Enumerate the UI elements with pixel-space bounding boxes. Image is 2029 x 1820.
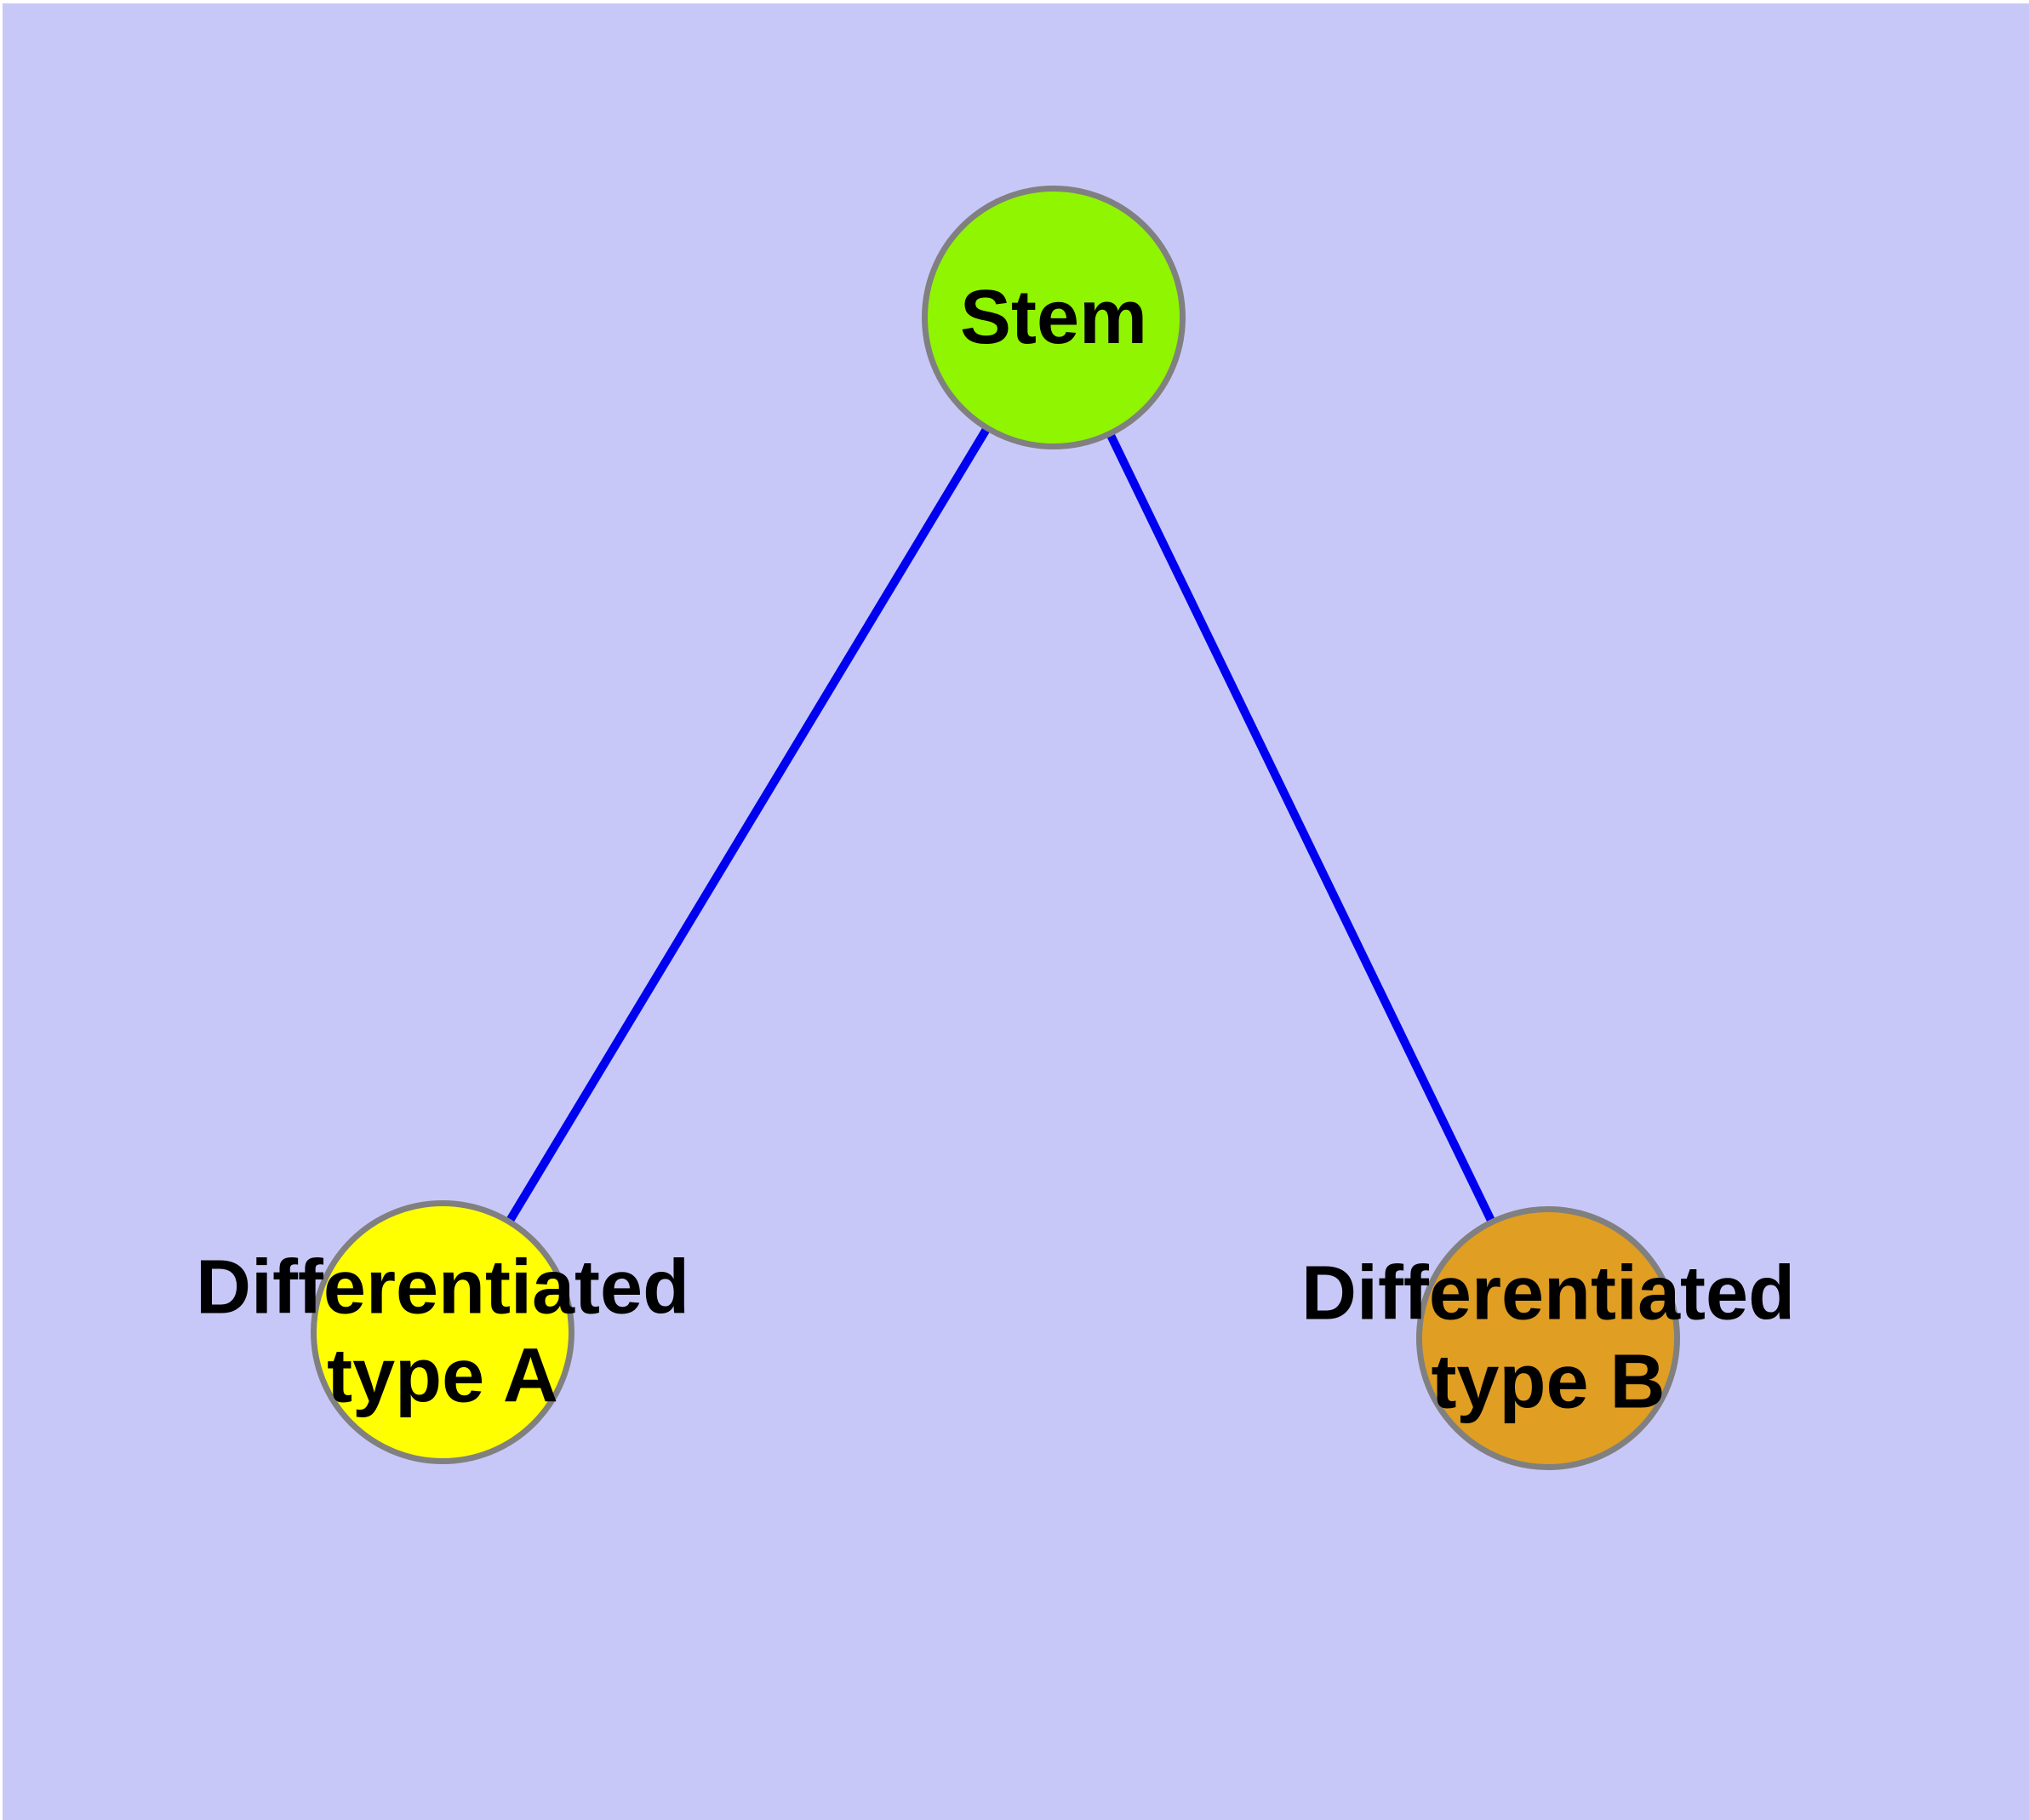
node-stem-label: Stem [959, 274, 1148, 360]
node-differentiated-type-a-label: Differentiated type A [195, 1245, 690, 1419]
node-differentiated-type-b-label: Differentiated type B [1300, 1251, 1796, 1425]
node-differentiated-type-a: Differentiated type A [196, 1200, 689, 1464]
node-differentiated-type-b: Differentiated type B [1301, 1206, 1795, 1470]
node-stem: Stem [922, 186, 1186, 449]
edge-stem-diff-a [438, 315, 1058, 1335]
edge-stem-diff-b [1049, 315, 1552, 1341]
